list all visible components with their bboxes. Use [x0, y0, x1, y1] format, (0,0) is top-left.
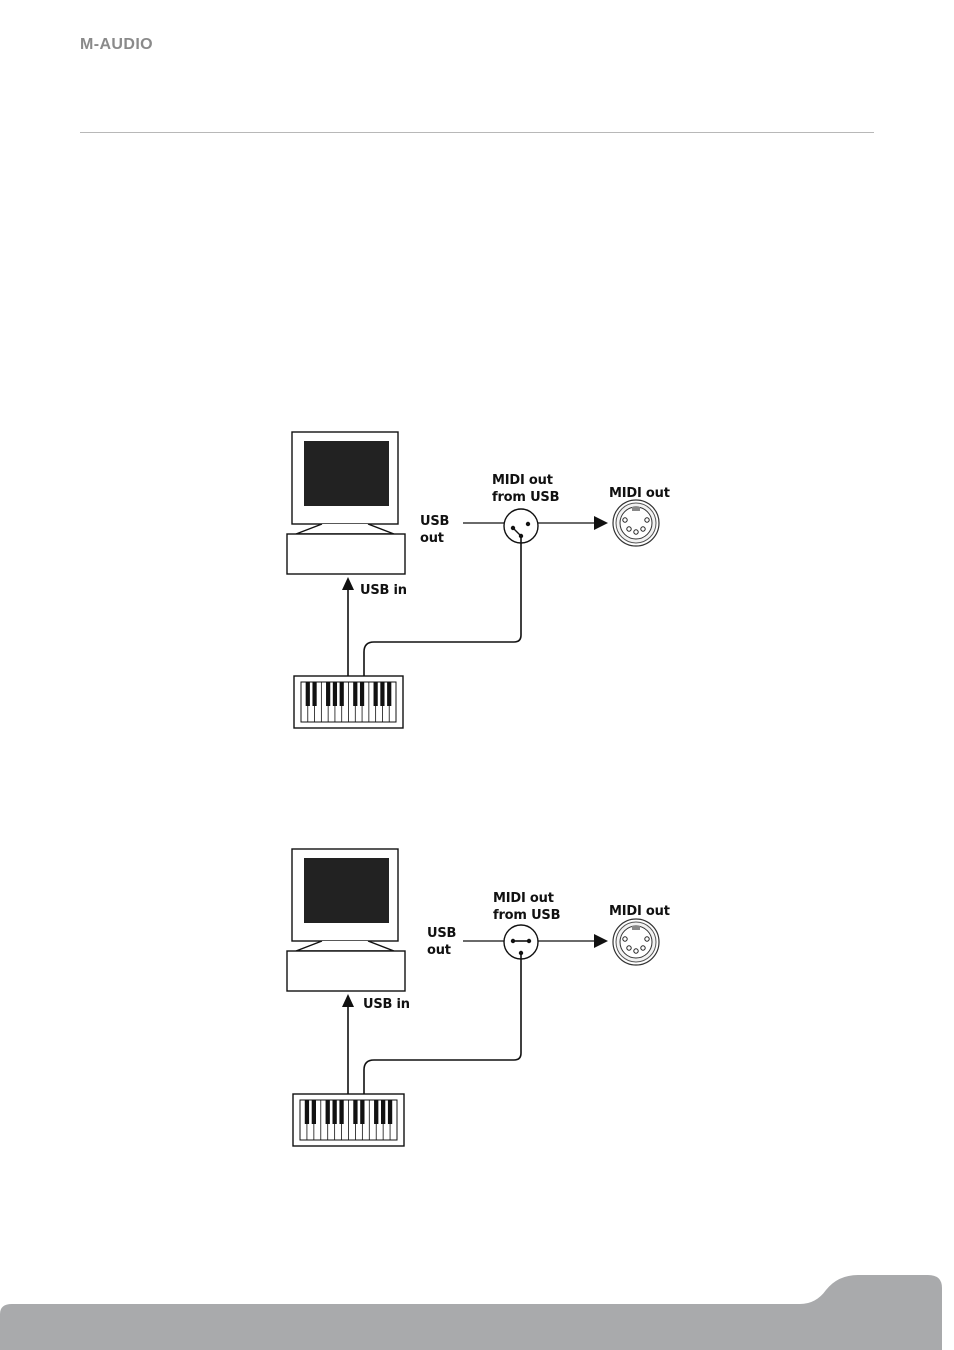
black-key — [381, 1100, 385, 1124]
black-key — [353, 1100, 357, 1124]
usb-out-label: USB out — [420, 513, 449, 547]
black-key — [312, 682, 316, 706]
black-key — [387, 682, 391, 706]
black-key — [339, 1100, 343, 1124]
header-rule — [80, 132, 874, 133]
footer-bar — [0, 1270, 954, 1350]
merge-switch-icon — [504, 925, 538, 959]
m-audio-logo: M-AUDIO — [80, 36, 153, 54]
black-key — [333, 682, 337, 706]
black-key — [332, 1100, 336, 1124]
black-key — [360, 1100, 364, 1124]
usb-out-label: USB out — [427, 925, 456, 959]
black-key — [388, 1100, 392, 1124]
black-key — [326, 682, 330, 706]
usb-in-arrow — [342, 994, 354, 1094]
midi-out-label: MIDI out — [609, 485, 670, 502]
midi-keyboard-icon — [293, 1094, 404, 1146]
midi-keyboard-icon — [294, 676, 403, 728]
computer-icon — [287, 432, 405, 574]
diagram-2-graphics — [270, 838, 700, 1158]
black-key — [353, 682, 357, 706]
midi-din-connector-icon — [613, 919, 659, 965]
usb-in-arrow — [342, 577, 354, 676]
midi-din-connector-icon — [613, 500, 659, 546]
computer-icon — [287, 849, 405, 991]
usb-in-label: USB in — [360, 582, 407, 599]
midi-out-from-usb-label: MIDI out from USB — [493, 890, 560, 924]
black-key — [380, 682, 384, 706]
diagram-1-graphics — [270, 420, 700, 740]
black-key — [312, 1100, 316, 1124]
midi-out-from-usb-label: MIDI out from USB — [492, 472, 559, 506]
midi-out-arrow — [538, 516, 608, 530]
black-key — [360, 682, 364, 706]
routing-diagram-1: MIDI out from USB MIDI out USB out USB i… — [270, 420, 700, 740]
black-key — [306, 682, 310, 706]
black-key — [305, 1100, 309, 1124]
black-key — [374, 682, 378, 706]
routing-diagram-2: MIDI out from USB MIDI out USB out USB i… — [270, 838, 700, 1158]
merge-switch-icon — [504, 509, 538, 543]
midi-out-label: MIDI out — [609, 903, 670, 920]
black-key — [340, 682, 344, 706]
usb-in-label: USB in — [363, 996, 410, 1013]
midi-out-arrow — [538, 934, 608, 948]
black-key — [374, 1100, 378, 1124]
black-key — [326, 1100, 330, 1124]
